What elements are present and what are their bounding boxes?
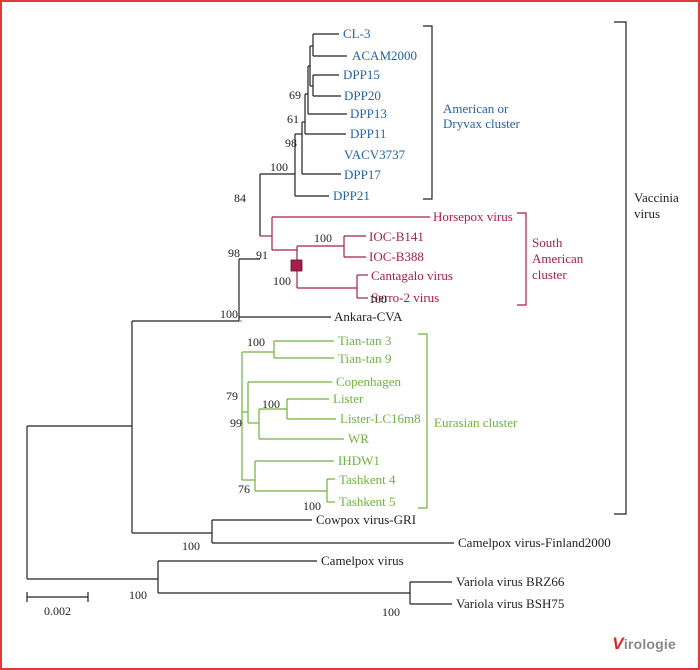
eurasian-branches <box>239 320 344 503</box>
leaf-variola-bsh75: Variola virus BSH75 <box>456 596 564 611</box>
bootstrap-value: 61 <box>287 112 299 126</box>
vaccinia-bracket <box>614 21 627 515</box>
leaf-dpp20: DPP20 <box>344 88 381 103</box>
eurasian-cluster-label: Eurasian cluster <box>434 415 518 430</box>
leaf-camelpox: Camelpox virus <box>321 553 404 568</box>
bootstrap-value: 84 <box>234 191 246 205</box>
leaf-copenhagen: Copenhagen <box>336 374 401 389</box>
south-american-cluster-label-line3: cluster <box>532 267 567 282</box>
leaf-dpp13: DPP13 <box>350 106 387 121</box>
bootstrap-value: 98 <box>228 246 240 260</box>
eurasian-cluster-bracket <box>418 333 428 509</box>
logo-text: irologie <box>623 636 676 652</box>
bootstrap-value: 100 <box>273 274 291 288</box>
american-cluster-label-line1: American or <box>443 101 509 116</box>
bootstrap-value: 100 <box>303 499 321 513</box>
leaf-iocb141: IOC-B141 <box>369 229 424 244</box>
leaf-dpp17: DPP17 <box>344 167 381 182</box>
bootstrap-value: 100 <box>220 307 238 321</box>
leaf-tiantan3: Tian-tan 3 <box>338 333 391 348</box>
south-american-branches <box>260 216 430 299</box>
leaf-dpp15: DPP15 <box>343 67 380 82</box>
scale-bar <box>26 592 89 602</box>
bootstrap-value: 76 <box>238 482 250 496</box>
south-american-cluster-label-line1: South <box>532 235 563 250</box>
south-american-cluster-label-line2: American <box>532 251 584 266</box>
bootstrap-value: 98 <box>285 136 297 150</box>
bootstrap-value: 91 <box>256 248 268 262</box>
south-american-cluster-bracket <box>517 212 527 306</box>
leaf-ankara: Ankara-CVA <box>334 309 403 324</box>
leaf-camelpox-finland: Camelpox virus-Finland2000 <box>458 535 611 550</box>
leaf-cl3: CL-3 <box>343 26 370 41</box>
leaf-dpp21: DPP21 <box>333 188 370 203</box>
logo-initial: V <box>612 634 624 653</box>
american-cluster-label-line2: Dryvax cluster <box>443 116 521 131</box>
bootstrap-value: 100 <box>262 397 280 411</box>
node-marker-square <box>290 259 303 272</box>
leaf-tiantan9: Tian-tan 9 <box>338 351 391 366</box>
american-cluster-bracket <box>423 25 433 200</box>
bootstrap-value: 100 <box>369 292 387 306</box>
bootstrap-value: 99 <box>230 416 242 430</box>
leaf-tashkent4: Tashkent 4 <box>339 472 396 487</box>
vaccinia-label-line2: virus <box>634 206 660 221</box>
leaf-tashkent5: Tashkent 5 <box>339 494 396 509</box>
leaf-horsepox: Horsepox virus <box>433 209 513 224</box>
leaf-variola-brz66: Variola virus BRZ66 <box>456 574 565 589</box>
backbone-branches <box>26 33 454 605</box>
leaf-cowpox: Cowpox virus-GRI <box>316 512 416 527</box>
leaf-serro2: Serro-2 virus <box>371 290 439 305</box>
leaf-vacv3737: VACV3737 <box>344 147 406 162</box>
leaf-wr: WR <box>348 431 369 446</box>
leaf-lister: Lister <box>333 391 364 406</box>
leaf-acam2000: ACAM2000 <box>352 48 417 63</box>
bootstrap-value: 100 <box>182 539 200 553</box>
bootstrap-value: 79 <box>226 389 238 403</box>
leaf-cantagalo: Cantagalo virus <box>371 268 453 283</box>
leaf-listerlc: Lister-LC16m8 <box>340 411 421 426</box>
bootstrap-value: 100 <box>314 231 332 245</box>
leaf-ihdw1: IHDW1 <box>338 453 380 468</box>
bootstrap-value: 100 <box>247 335 265 349</box>
bootstrap-value: 100 <box>129 588 147 602</box>
bootstrap-value: 100 <box>382 605 400 619</box>
bootstrap-value: 100 <box>270 160 288 174</box>
vaccinia-label-line1: Vaccinia <box>634 190 679 205</box>
bootstrap-value: 69 <box>289 88 301 102</box>
scale-bar-label: 0.002 <box>44 604 71 618</box>
leaf-iocb388: IOC-B388 <box>369 249 424 264</box>
virologie-logo: Virologie <box>612 634 676 654</box>
leaf-dpp11: DPP11 <box>350 126 386 141</box>
